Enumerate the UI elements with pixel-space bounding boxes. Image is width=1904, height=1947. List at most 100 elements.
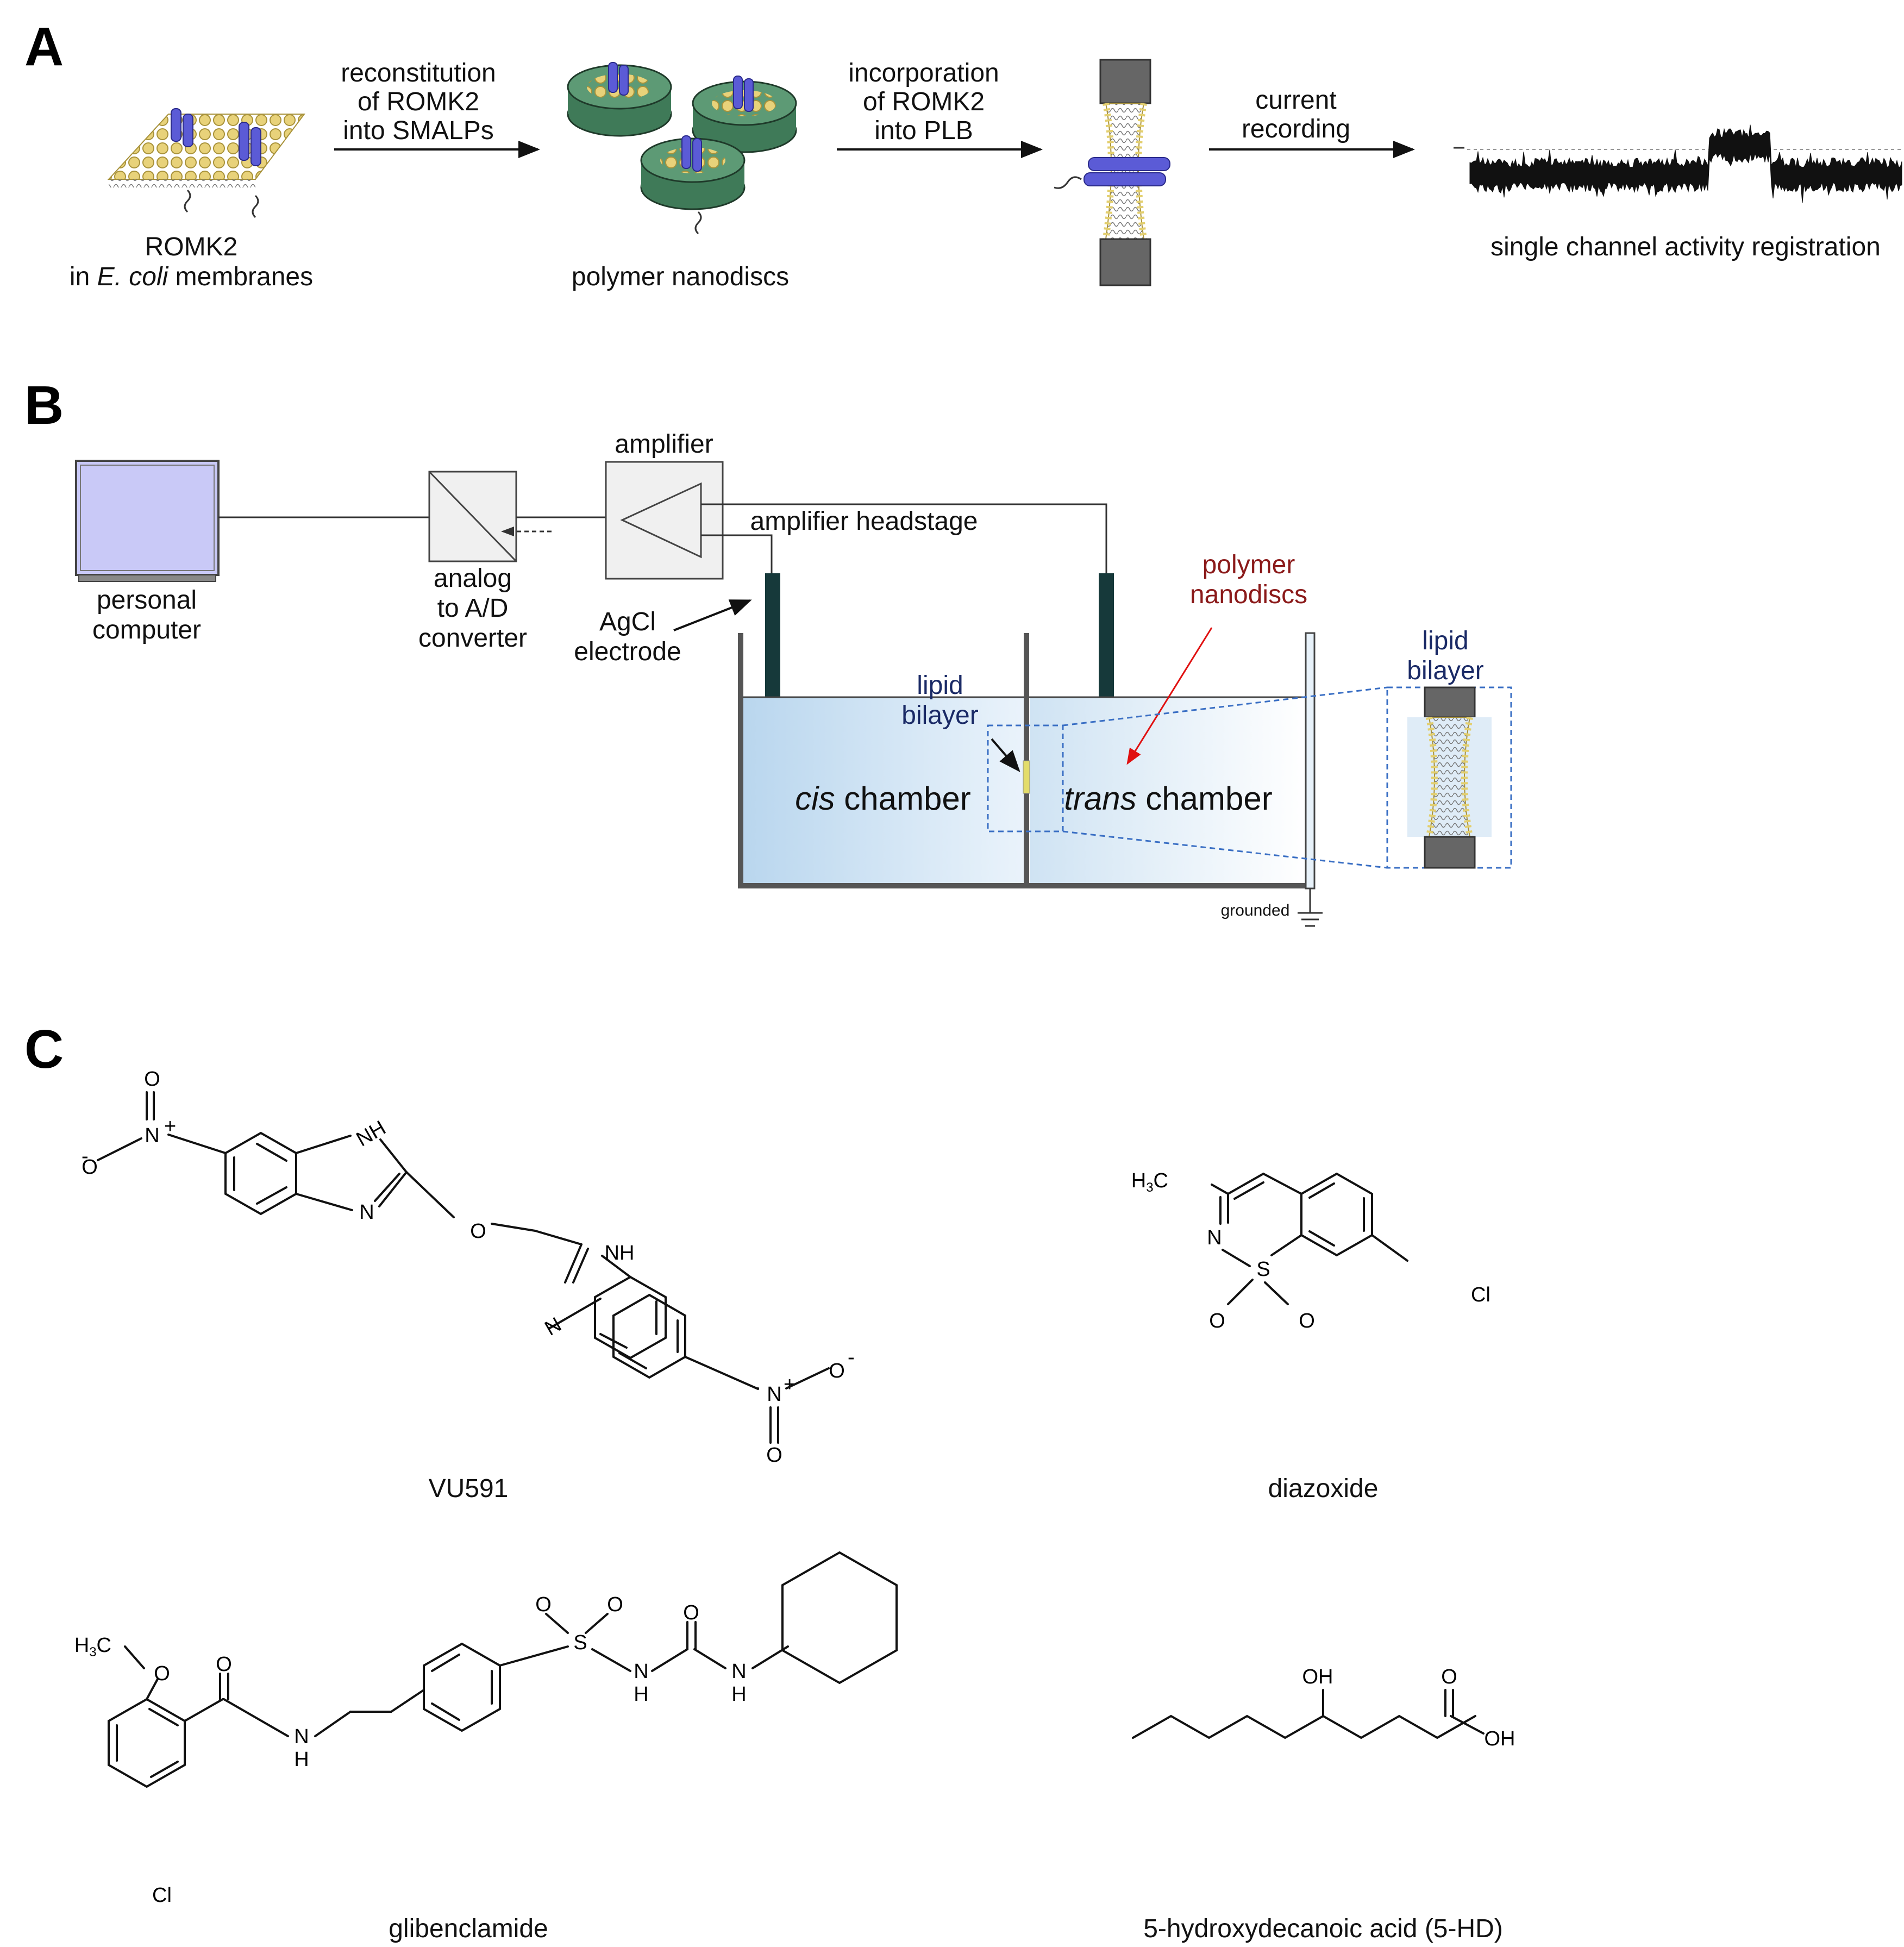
- ecoli-membrane-illustration: [107, 108, 305, 218]
- diazoxide-atoms: H3C N S S O O Cl: [1131, 1169, 1490, 1332]
- atom-o: O: [766, 1444, 782, 1467]
- chamber-right-wall: [1305, 632, 1316, 890]
- vu591-ring-b-visible: [612, 1293, 686, 1379]
- glibenclamide-ring-cl: [109, 1717, 185, 1804]
- atom-cl: Cl: [152, 1884, 172, 1907]
- atom-n: N: [541, 1313, 566, 1340]
- atom-h: H: [634, 1683, 648, 1706]
- septum-aperture-bilayer: [1023, 760, 1030, 794]
- atom-charge: +: [164, 1115, 176, 1138]
- nanodiscs-label-line2: nanodiscs: [1190, 580, 1307, 609]
- step1-line1: reconstitution: [341, 59, 496, 87]
- atom-o: O: [470, 1220, 486, 1243]
- planar-lipid-bilayer-illustration: [1054, 59, 1170, 286]
- atom-charge: +: [784, 1373, 796, 1396]
- step1-line3: into SMALPs: [343, 116, 493, 145]
- atom-n: N: [731, 1660, 746, 1683]
- step2-line2: of ROMK2: [863, 87, 985, 116]
- electrode-label-line1: AgCl: [599, 608, 656, 636]
- atom-o: O: [829, 1360, 845, 1382]
- atom-o: O: [535, 1593, 552, 1616]
- membrane-label-line2: in E. coli membranes: [70, 262, 313, 291]
- atom-h: H: [294, 1748, 309, 1771]
- atom-s: S: [573, 1631, 587, 1654]
- vu591-structure: [97, 1091, 667, 1360]
- headstage-label: amplifier headstage: [750, 507, 978, 536]
- glibenclamide-structure: [108, 1551, 898, 1788]
- atom-s: S: [1256, 1258, 1270, 1281]
- electrode-arrow: [673, 599, 752, 631]
- nanodiscs-label-line1: polymer: [1202, 550, 1295, 579]
- diazoxide-structure: [1211, 1172, 1408, 1305]
- step3-line1: current: [1255, 86, 1336, 115]
- atom-n: N: [294, 1725, 309, 1748]
- zoom-source-box: [987, 724, 1064, 832]
- zoom-line-bottom: [1062, 830, 1388, 869]
- hd5-label: 5-hydroxydecanoic acid (5-HD): [1143, 1914, 1503, 1943]
- bilayer-zoom-label-line1: lipid: [1422, 627, 1468, 655]
- bilayer-zoom-label-line2: bilayer: [1407, 656, 1483, 685]
- atom-h: H: [731, 1683, 746, 1706]
- atom-h3c: H3C: [74, 1634, 111, 1660]
- hd5-atoms: OH O OH: [1302, 1666, 1515, 1750]
- step2-line1: incorporation: [848, 59, 999, 87]
- converter-label-line1: analog: [434, 564, 512, 593]
- atom-o: O: [1209, 1310, 1225, 1332]
- atom-n: N: [1207, 1226, 1222, 1249]
- atom-nh: NH: [605, 1242, 635, 1264]
- membrane-label-line1: ROMK2: [145, 233, 238, 261]
- atom-o: O: [607, 1593, 623, 1616]
- trans-chamber-label: trans chamber: [1064, 780, 1273, 817]
- nanodiscs-red-arrow: [1126, 627, 1213, 765]
- chamber-left-wall: [738, 633, 743, 888]
- vu591-label: VU591: [429, 1474, 509, 1503]
- personal-computer-icon: [75, 460, 220, 582]
- ground-symbol: [1298, 888, 1323, 927]
- single-channel-trace: [1469, 124, 1902, 203]
- atom-o: O: [144, 1068, 160, 1091]
- zoomed-bilayer-illustration: [1407, 686, 1492, 869]
- panel-b-label: B: [24, 375, 64, 436]
- ad-converter-icon: [428, 471, 517, 562]
- atom-o: O: [154, 1662, 170, 1685]
- polymer-nanodiscs-illustration: [567, 62, 797, 235]
- panel-a-label: A: [24, 16, 64, 77]
- amplifier-icon: [605, 461, 724, 580]
- converter-label-line2: to A/D: [437, 594, 509, 623]
- zoom-line-top: [1062, 686, 1388, 727]
- step3-line2: recording: [1242, 115, 1350, 143]
- atom-n: N: [145, 1124, 159, 1147]
- atom-charge: -: [82, 1145, 89, 1168]
- atom-h3c: H3C: [1131, 1169, 1168, 1195]
- atom-charge: -: [848, 1346, 855, 1369]
- atom-oh: OH: [1485, 1727, 1515, 1750]
- atom-o: O: [82, 1156, 98, 1179]
- romk2-channel-icon: [171, 108, 261, 218]
- atom-o: O: [683, 1601, 699, 1624]
- amplifier-label: amplifier: [615, 430, 713, 459]
- grounded-label: grounded: [1221, 901, 1290, 919]
- cis-bath: [742, 697, 1024, 885]
- atom-n: N: [359, 1201, 374, 1224]
- atom-o: O: [1441, 1666, 1457, 1688]
- trace-label: single channel activity registration: [1490, 233, 1881, 261]
- bilayer-arrow: [991, 738, 1020, 773]
- atom-n: N: [634, 1660, 648, 1683]
- glibenclamide-label: glibenclamide: [389, 1914, 548, 1943]
- converter-label-line3: converter: [418, 624, 527, 653]
- bilayer-small-label-line2: bilayer: [901, 701, 978, 730]
- hd5-acid: [1444, 1689, 1485, 1735]
- bilayer-chamber: [738, 632, 1316, 890]
- nanodiscs-label: polymer nanodiscs: [572, 262, 789, 291]
- vu591-right-clean: [684, 1356, 830, 1444]
- hd5-structure: [1132, 1689, 1476, 1739]
- atom-oh: OH: [1302, 1666, 1333, 1688]
- step2-line3: into PLB: [874, 116, 973, 145]
- septum-wall: [1024, 633, 1029, 886]
- vu591-atoms: O N + O - NH N O NH N N + O - O: [82, 1068, 855, 1467]
- atom-n: N: [767, 1383, 781, 1406]
- bilayer-small-label-line1: lipid: [917, 671, 963, 700]
- computer-label-line1: personal: [97, 586, 197, 615]
- atom-cl: Cl: [1471, 1284, 1490, 1306]
